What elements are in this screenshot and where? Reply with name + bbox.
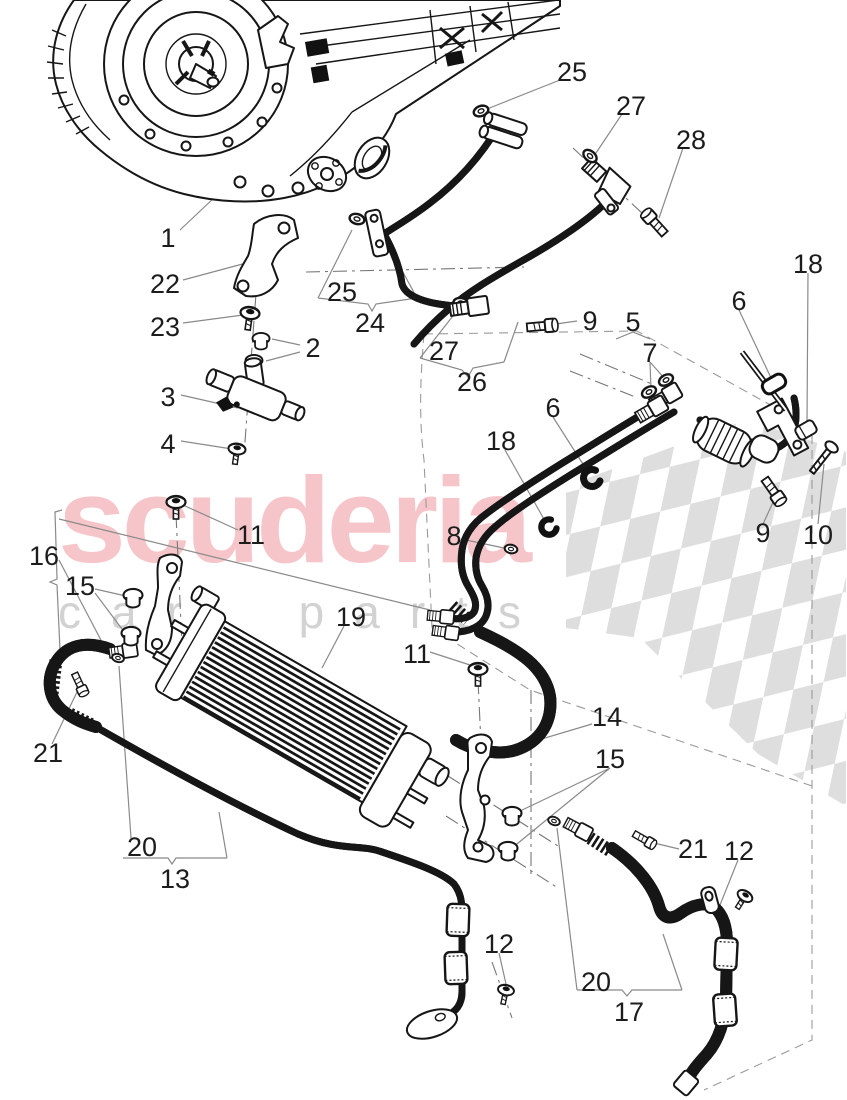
transmission-engine-drawing (46, 0, 561, 203)
sleeve-17a (712, 936, 740, 972)
screw-10 (808, 440, 839, 475)
callout-13: 13 (160, 864, 190, 894)
grommet-15c (501, 805, 523, 827)
hose-16 (50, 642, 140, 733)
callout-22: 22 (150, 269, 180, 299)
callout-7: 7 (642, 338, 657, 368)
sleeve-13b (443, 950, 469, 986)
washer-25b (347, 211, 367, 227)
pipe-bracket-24 (364, 208, 390, 258)
callout-25: 25 (557, 57, 587, 87)
callout-1: 1 (160, 223, 175, 253)
banjo-fitting-26 (581, 157, 632, 216)
pipe-26 (410, 194, 614, 348)
bolt-28 (638, 205, 671, 240)
bracket-22 (233, 214, 299, 298)
callout-11: 11 (237, 520, 265, 550)
callout-12-2: 12 (724, 836, 754, 866)
pipe-24 (380, 120, 504, 310)
callout-15-2: 15 (595, 744, 625, 774)
callout-9-2: 9 (755, 518, 770, 548)
pipe-assembly-5 (426, 350, 810, 752)
callout-17: 17 (614, 997, 644, 1027)
callout-18: 18 (793, 249, 823, 279)
oil-cooler-19 (152, 585, 450, 829)
screw-23 (237, 304, 262, 333)
watermark-brand: scuderia (58, 452, 533, 588)
pipe-13 (92, 723, 466, 1040)
grommet-15a (122, 587, 144, 609)
hose-17 (561, 814, 734, 1097)
grommet-15d (497, 840, 519, 862)
junction-fitting (478, 111, 528, 150)
checkered-flag (566, 420, 846, 806)
valve-3 (205, 357, 306, 422)
callout-20-2: 20 (581, 967, 611, 997)
callout-18-2: 18 (486, 426, 516, 456)
callout-21: 21 (33, 738, 63, 768)
callout-8: 8 (446, 521, 461, 551)
callout-9: 9 (582, 306, 597, 336)
bracket-14 (459, 733, 495, 863)
callout-3: 3 (160, 382, 175, 412)
bolt-21-left (69, 670, 91, 699)
callout-10: 10 (803, 520, 833, 550)
callout-12: 12 (484, 929, 514, 959)
callout-14: 14 (592, 702, 622, 732)
callout-16: 16 (29, 541, 59, 571)
callouts: 1 22 23 2 3 4 25 27 28 25 24 27 26 9 5 6… (29, 57, 833, 1027)
fitting-j2 (448, 294, 490, 318)
clip-6-right (760, 372, 788, 396)
washer-20-right (546, 814, 562, 828)
radiator-fins (182, 626, 401, 800)
callout-19: 19 (336, 602, 366, 632)
screw-12-right (729, 886, 756, 914)
screw-12-bottom (494, 982, 516, 1007)
bolt-9a (525, 317, 560, 335)
bolt-21-right (630, 828, 659, 852)
callout-4: 4 (160, 429, 175, 459)
callout-2: 2 (305, 333, 320, 363)
callout-27-2: 27 (429, 336, 459, 366)
callout-20: 20 (127, 832, 157, 862)
callout-26: 26 (457, 367, 487, 397)
sleeve-17b (711, 992, 739, 1028)
screw-11b (467, 661, 489, 688)
callout-25-2: 25 (327, 277, 357, 307)
clip-18-mid (539, 517, 558, 537)
callout-11-2: 11 (403, 639, 431, 669)
washer-2a (251, 331, 271, 351)
damper-18-right (794, 419, 818, 441)
bracket-16 (144, 553, 183, 656)
grommet-15b (120, 625, 142, 647)
artwork (46, 0, 839, 1097)
callout-5: 5 (625, 307, 640, 337)
callout-23: 23 (150, 312, 180, 342)
callout-6-2: 6 (545, 393, 560, 423)
callout-28: 28 (676, 125, 706, 155)
sleeve-13a (445, 902, 471, 938)
callout-21-2: 21 (678, 834, 708, 864)
callout-6: 6 (731, 286, 746, 316)
callout-15: 15 (65, 571, 95, 601)
callout-24: 24 (355, 308, 385, 338)
callout-27: 27 (616, 91, 646, 121)
